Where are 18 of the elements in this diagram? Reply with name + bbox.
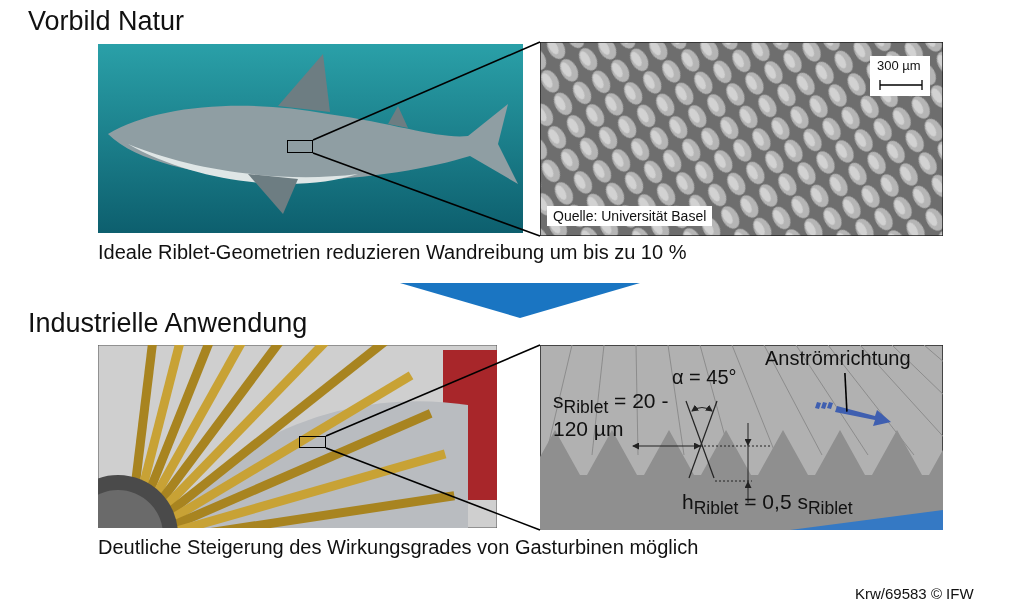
zoom-line (312, 41, 541, 141)
zoom-frame (299, 436, 326, 448)
scale-label: 300 µm (877, 59, 921, 74)
zoom-frame (287, 140, 313, 153)
section-heading: Vorbild Natur (28, 6, 185, 38)
figure-id: Krw/69583 © IFW (855, 585, 974, 603)
zoom-line (325, 447, 541, 531)
angle-label: α = 45° (672, 366, 737, 389)
section-heading: Industrielle Anwendung (28, 308, 308, 340)
caption: Ideale Riblet-Geometrien reduzieren Wandreibung um bis zu 10 % (98, 241, 687, 264)
height-label: h$_{Riblet}$ = 0,5 s$_{Riblet}$ (682, 490, 853, 519)
zoom-line (325, 344, 541, 437)
flow-direction-label: Anströmrichtung (765, 347, 911, 373)
source-note: Quelle: Universität Basel (547, 206, 713, 227)
spacing-label: s$_{Riblet}$ = 20 - 120 µm (553, 389, 670, 441)
caption: Deutliche Steigerung des Wirkungsgrades von Gasturbinen möglich (98, 536, 699, 559)
zoom-line (312, 152, 541, 237)
leader-line (844, 372, 848, 413)
